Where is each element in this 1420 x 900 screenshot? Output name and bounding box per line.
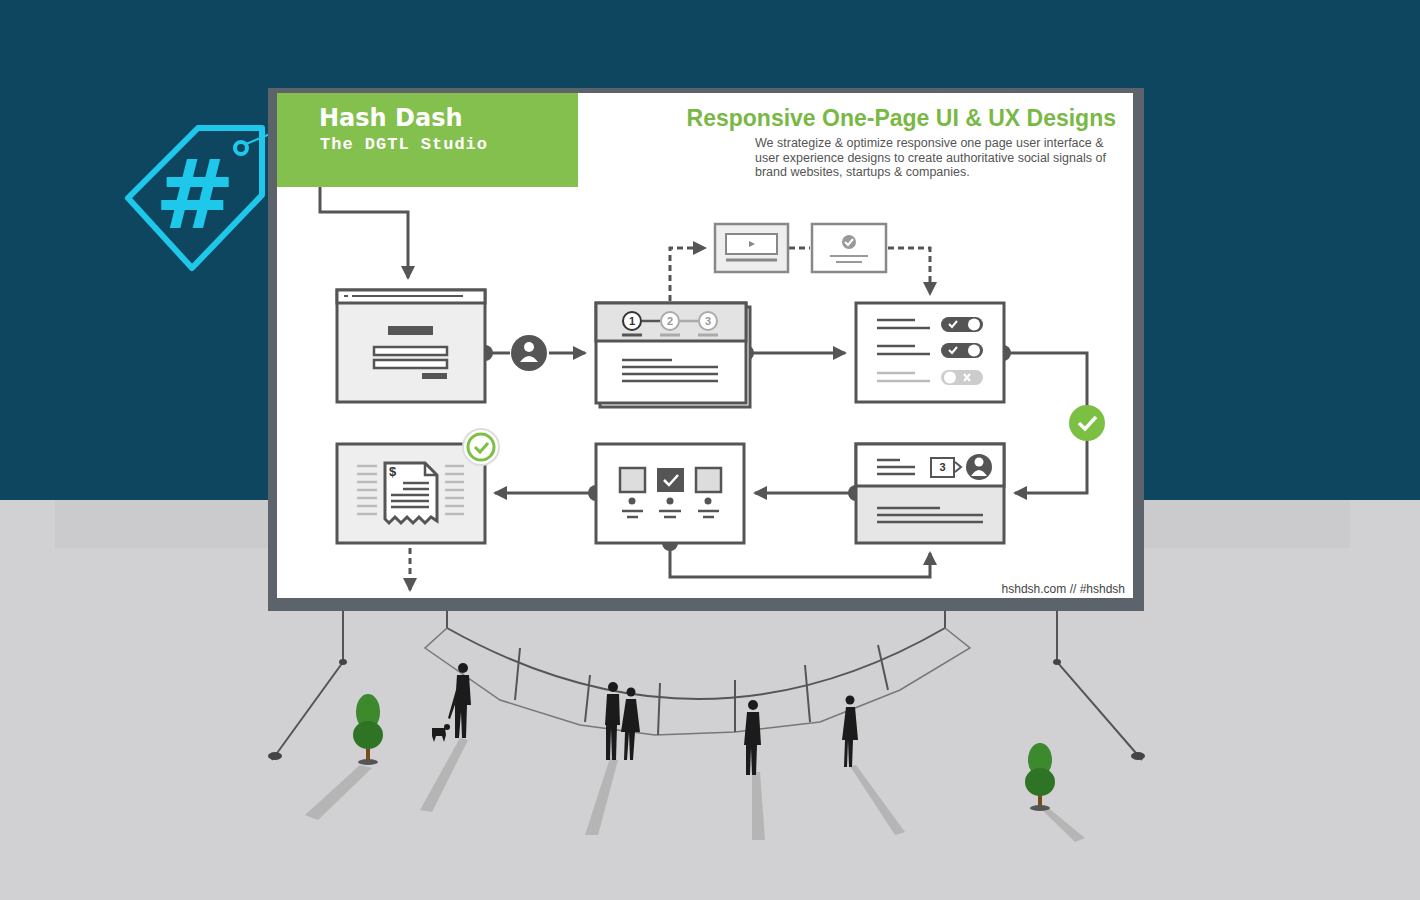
flow-dots [312, 165, 1011, 551]
receipt-shape [385, 463, 437, 523]
description-text: We strategize & optimize responsive one … [755, 136, 1123, 180]
tree [353, 694, 383, 765]
footer-url: hshdsh.com // #hshdsh [1002, 582, 1125, 596]
step-connector [680, 320, 698, 323]
step-circle: 3 [698, 311, 718, 331]
step-connector [642, 320, 660, 323]
step-number: 3 [700, 313, 716, 329]
step-circle: 2 [660, 311, 680, 331]
billboard-screen [277, 93, 1133, 598]
people-silhouettes [432, 663, 858, 775]
hashtag-tag-icon [128, 128, 270, 268]
brand-tagline: The DGTL Studio [320, 135, 488, 154]
toggles-wireframe [856, 303, 1004, 402]
checkbox-wireframe [596, 444, 744, 543]
steps-wireframe [596, 303, 750, 407]
receipt-paper: $ [383, 461, 439, 527]
approval-check [1069, 405, 1105, 441]
count-badge: 3 [930, 457, 955, 478]
currency-sign: $ [389, 464, 396, 479]
support-feet [268, 659, 1145, 760]
billboard-supports [272, 600, 1142, 760]
receipt-line [391, 494, 429, 497]
diagram-title: Responsive One-Page UI & UX Designs [590, 105, 1116, 132]
brand-header-box: Hash DashThe DGTL Studio [277, 93, 578, 187]
receipt-fold [425, 463, 437, 475]
receipt-line [403, 488, 429, 491]
login-wireframe [337, 290, 485, 402]
step-number: 3 [932, 459, 953, 476]
receipt-line [391, 506, 429, 509]
user-icon [511, 335, 547, 371]
step-circle: 1 [622, 311, 642, 331]
shadows [305, 738, 1085, 842]
video-wireframe [715, 224, 788, 272]
receipt-wireframe [337, 429, 499, 543]
brand-name: Hash Dash [319, 104, 463, 132]
tag-hash-symbol: # [145, 135, 245, 255]
step-number: 1 [624, 313, 640, 329]
billboard-frame [268, 88, 1144, 611]
notification-wireframe [856, 444, 1004, 543]
receipt-line [403, 482, 429, 485]
receipt-line [391, 500, 429, 503]
flow-wires [320, 173, 1087, 590]
step-number: 2 [662, 313, 678, 329]
confirm-wireframe [812, 224, 886, 272]
tree [1025, 743, 1055, 811]
